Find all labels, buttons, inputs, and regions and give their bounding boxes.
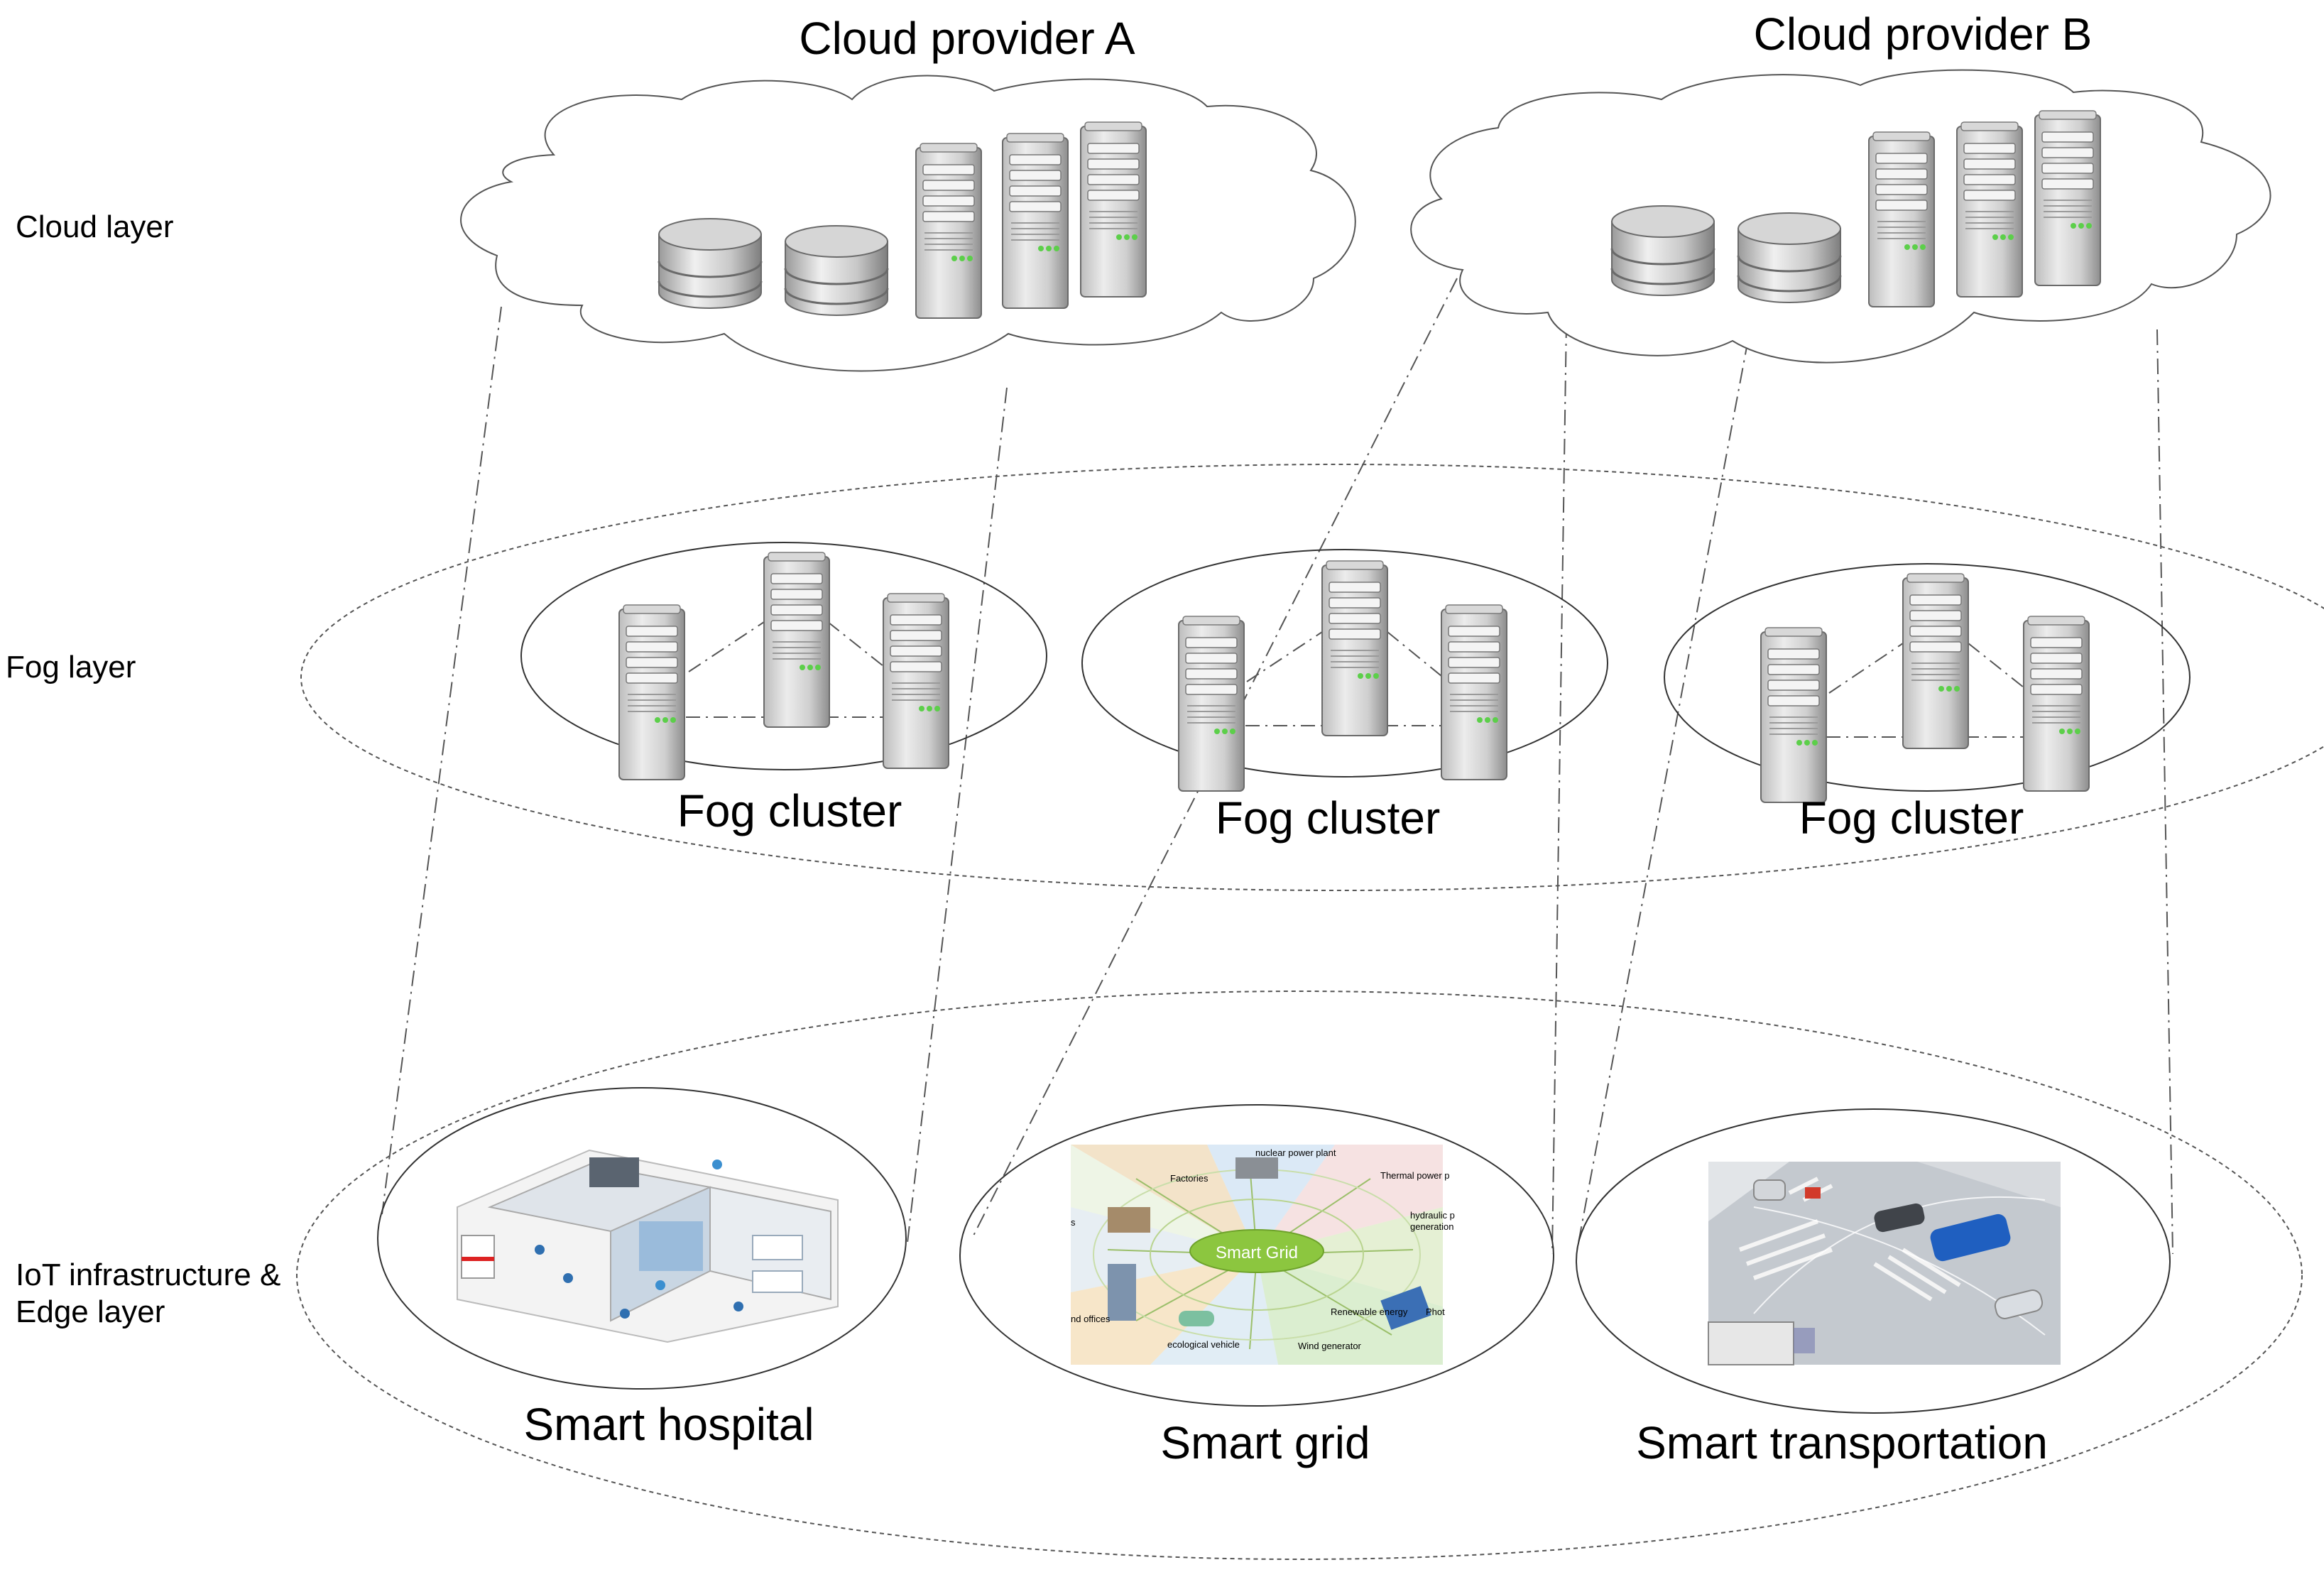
svg-text:Phot: Phot: [1426, 1306, 1445, 1317]
svg-text:hydraulic p: hydraulic p: [1410, 1210, 1455, 1221]
cloud-a-shape: [460, 75, 1356, 372]
iot-layer-label-line2: Edge layer: [16, 1294, 165, 1329]
svg-text:Wind generator: Wind generator: [1298, 1341, 1362, 1351]
cloud-b-shape: [1410, 69, 2271, 364]
database-icon: [1610, 204, 1715, 297]
fog-cluster-2-label: Fog cluster: [1216, 792, 1441, 844]
fog-cluster-boundary: [1081, 549, 1608, 778]
server-icon: [1080, 121, 1147, 298]
iot-smart-transportation: [1576, 1108, 2171, 1414]
svg-text:s: s: [1071, 1217, 1076, 1228]
iot-domain-boundary: [959, 1104, 1554, 1407]
svg-text:nuclear power plant: nuclear power plant: [1255, 1147, 1336, 1158]
link-cloudA-hospital-left: [381, 306, 502, 1215]
fog-layer-boundary: [300, 464, 2324, 891]
cloud-provider-b: [1410, 69, 2271, 364]
link-cloudA-hospital-right: [907, 387, 1008, 1243]
link-cloudB-transport-right: [2156, 329, 2173, 1255]
hospital-illustration: [457, 1149, 839, 1343]
cloud-provider-b-label: Cloud provider B: [1754, 9, 2093, 60]
fog-cluster-1-label: Fog cluster: [677, 785, 902, 836]
smart-grid-label: Smart grid: [1160, 1417, 1370, 1468]
fog-cluster-3-label: Fog cluster: [1799, 792, 2024, 844]
database-icon: [1737, 212, 1842, 304]
fog-layer-label: Fog layer: [6, 650, 136, 684]
fog-cluster-boundary: [1664, 563, 2191, 792]
fog-cluster-3: [1664, 563, 2191, 803]
svg-text:ecological vehicle: ecological vehicle: [1167, 1339, 1240, 1350]
smart-transportation-label: Smart transportation: [1636, 1417, 2048, 1468]
server-icon: [1002, 133, 1069, 309]
smart-grid-badge: [1189, 1229, 1324, 1273]
database-icon: [784, 224, 889, 317]
fog-cluster-1: [520, 542, 1047, 780]
server-icon: [1868, 131, 1935, 307]
fog-server-icon: [1760, 627, 1827, 803]
iot-layer-boundary: [296, 991, 2303, 1560]
fog-server-icon: [2023, 616, 2090, 792]
link-cloudB-transport-left: [1576, 339, 1749, 1255]
transportation-illustration: [1708, 1162, 2061, 1365]
fog-server-icon: [618, 604, 685, 780]
iot-smart-grid: Smart Grid Factories nuclear power plant…: [959, 1104, 1554, 1407]
fog-server-icon: [1441, 604, 1507, 780]
fog-server-icon: [1321, 560, 1388, 736]
smart-grid-badge-text: Smart Grid: [1216, 1243, 1298, 1262]
connection-lines: [381, 278, 2173, 1255]
smart-hospital-label: Smart hospital: [523, 1399, 814, 1450]
svg-text:nd offices: nd offices: [1071, 1314, 1111, 1324]
fog-server-icon: [763, 552, 830, 728]
fog-server-icon: [883, 593, 949, 769]
svg-text:Thermal power p: Thermal power p: [1380, 1170, 1450, 1181]
smart-grid-illustration: Smart Grid Factories nuclear power plant…: [1071, 1145, 1455, 1365]
link-cloudB-grid-right: [1551, 322, 1567, 1255]
svg-text:Renewable energy: Renewable energy: [1331, 1306, 1408, 1317]
fog-cluster-boundary: [520, 542, 1047, 770]
cloud-provider-a-label: Cloud provider A: [799, 13, 1135, 64]
iot-domain-boundary: [1576, 1108, 2171, 1414]
fog-server-icon: [1178, 616, 1245, 792]
server-icon: [1956, 121, 2023, 298]
server-icon: [2034, 110, 2101, 286]
database-icon: [658, 217, 763, 310]
fog-cluster-2: [1081, 549, 1608, 792]
fog-server-icon: [1902, 573, 1969, 749]
iot-layer-label-line1: IoT infrastructure &: [16, 1258, 280, 1292]
cloud-layer-label: Cloud layer: [16, 209, 174, 244]
svg-text:Factories: Factories: [1170, 1173, 1209, 1184]
cloud-provider-a: [460, 75, 1356, 372]
iot-smart-hospital: [377, 1087, 907, 1390]
svg-text:generation: generation: [1410, 1221, 1453, 1232]
iot-domain-boundary: [377, 1087, 907, 1390]
server-icon: [915, 143, 982, 319]
